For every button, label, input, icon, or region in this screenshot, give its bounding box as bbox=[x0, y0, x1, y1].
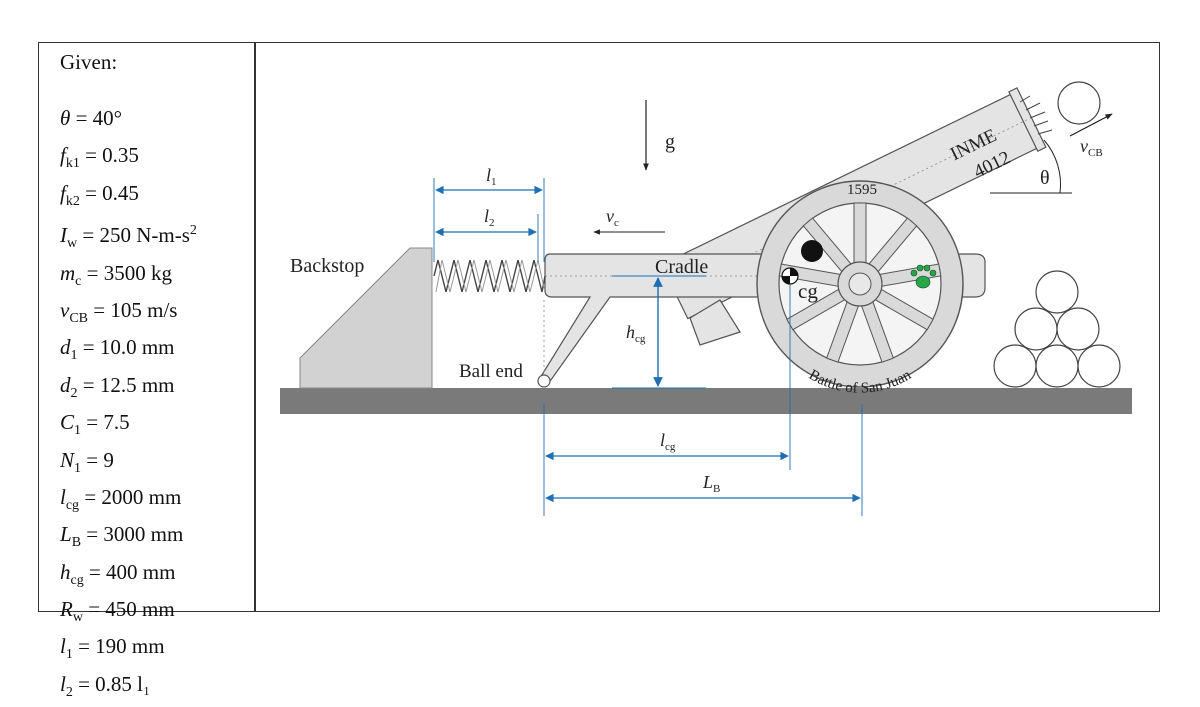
given-symbol: f bbox=[60, 143, 66, 168]
dimension-guides bbox=[433, 178, 863, 516]
wheel bbox=[756, 180, 964, 388]
given-subscript: c bbox=[75, 273, 82, 289]
l2-label: l2 bbox=[484, 206, 495, 229]
given-value: = 450 mm bbox=[82, 597, 175, 622]
given-symbol: f bbox=[60, 180, 66, 205]
given-value: = 0.45 bbox=[79, 180, 139, 205]
ball-end bbox=[537, 374, 551, 388]
projectile bbox=[1057, 81, 1101, 125]
given-item: lcg = 2000 mm bbox=[60, 483, 250, 520]
given-subscript: CB bbox=[69, 311, 89, 327]
given-value: = 12.5 mm bbox=[77, 372, 175, 397]
given-value: = 190 mm bbox=[72, 634, 165, 659]
wheel-text-1595: 1595 bbox=[847, 182, 877, 198]
given-value: = 3000 mm bbox=[81, 522, 184, 547]
given-item: N1 = 9 bbox=[60, 446, 250, 483]
given-value: = 3500 kg bbox=[81, 260, 172, 285]
l1-label: l1 bbox=[486, 165, 497, 188]
spring-back bbox=[435, 259, 545, 293]
cannonball bbox=[801, 240, 823, 262]
given-subscript: k2 bbox=[65, 193, 80, 209]
given-value: = 10.0 mm bbox=[77, 335, 175, 360]
cg-symbol-icon bbox=[781, 267, 799, 285]
ball-end-label: Ball end bbox=[459, 361, 523, 382]
given-subscript: 2 bbox=[65, 685, 73, 701]
given-value: = 40° bbox=[70, 106, 123, 130]
given-item: hcg = 400 mm bbox=[60, 558, 250, 595]
given-item: l2 = 0.85 l₁ bbox=[60, 670, 250, 707]
theta-label: θ bbox=[1040, 167, 1050, 189]
given-subscript: k1 bbox=[65, 156, 80, 172]
vcb-arrow bbox=[1069, 113, 1113, 137]
barrel-support bbox=[689, 299, 741, 346]
gravity-label: g bbox=[665, 131, 675, 153]
given-symbol: θ bbox=[60, 106, 71, 130]
given-symbol: d bbox=[60, 335, 71, 360]
given-item: d1 = 10.0 mm bbox=[60, 333, 250, 370]
ground bbox=[280, 388, 1132, 414]
given-subscript: B bbox=[71, 535, 82, 551]
cg-label: cg bbox=[798, 279, 818, 303]
LB-label: LB bbox=[702, 472, 720, 495]
given-subscript: 1 bbox=[70, 348, 78, 364]
given-value: = 2000 mm bbox=[79, 484, 182, 509]
given-symbol: R bbox=[60, 597, 73, 622]
given-symbol: v bbox=[60, 297, 70, 322]
backstop-label: Backstop bbox=[290, 255, 364, 277]
given-symbol: l bbox=[60, 484, 66, 509]
given-title: Given: bbox=[60, 50, 118, 74]
given-item: mc = 3500 kg bbox=[60, 259, 250, 296]
given-subscript: 1 bbox=[74, 460, 82, 476]
given-item: fk1 = 0.35 bbox=[60, 141, 250, 178]
given-item: d2 = 12.5 mm bbox=[60, 371, 250, 408]
cannonball-pile bbox=[993, 270, 1121, 388]
given-value: = 0.35 bbox=[79, 143, 139, 168]
given-item: vCB = 105 m/s bbox=[60, 296, 250, 333]
given-item: C1 = 7.5 bbox=[60, 408, 250, 445]
frame-divider bbox=[254, 42, 256, 612]
given-symbol: N bbox=[60, 447, 75, 472]
given-value: = 400 mm bbox=[83, 559, 176, 584]
given-value: = 0.85 l₁ bbox=[72, 671, 151, 696]
given-value: = 7.5 bbox=[81, 410, 130, 435]
spring bbox=[433, 259, 546, 293]
given-value: = 105 m/s bbox=[88, 297, 178, 322]
given-item: θ = 40° bbox=[60, 104, 250, 141]
vc-label: vc bbox=[606, 206, 619, 229]
given-subscript: 1 bbox=[65, 647, 73, 663]
cradle-label: Cradle bbox=[655, 256, 708, 278]
given-value: = 9 bbox=[81, 447, 114, 472]
given-item: Rw = 450 mm bbox=[60, 595, 250, 632]
given-symbol: I bbox=[60, 223, 67, 248]
given-symbol: C bbox=[60, 410, 75, 435]
given-subscript: w bbox=[72, 610, 83, 626]
given-item: LB = 3000 mm bbox=[60, 520, 250, 557]
given-subscript: w bbox=[67, 236, 78, 252]
given-item: fk2 = 0.45 bbox=[60, 179, 250, 216]
cannon-diagram: Backstop INME 4012 Cradle Ball end bbox=[280, 81, 1132, 516]
backstop bbox=[299, 247, 433, 389]
theta-arc bbox=[1043, 139, 1062, 194]
muzzle-blast bbox=[1019, 95, 1053, 135]
paw-icon bbox=[910, 264, 937, 289]
given-superscript: 2 bbox=[189, 223, 197, 239]
given-subscript: 1 bbox=[74, 423, 82, 439]
given-item: Iw = 250 N-m-s2 bbox=[60, 216, 250, 258]
given-symbol: L bbox=[60, 522, 72, 547]
given-symbol: m bbox=[60, 260, 76, 285]
lcg-label: lcg bbox=[660, 430, 676, 453]
figure-frame bbox=[38, 42, 1160, 612]
hcg-label: hcg bbox=[626, 322, 646, 345]
given-subscript: cg bbox=[70, 572, 84, 588]
given-item: l1 = 190 mm bbox=[60, 632, 250, 669]
given-symbol: d bbox=[60, 372, 71, 397]
given-subscript: cg bbox=[65, 498, 80, 514]
given-symbol: l bbox=[60, 634, 66, 659]
vcb-label: vCB bbox=[1080, 136, 1103, 159]
given-subscript: 2 bbox=[70, 385, 78, 401]
given-symbol: h bbox=[60, 559, 71, 584]
given-value: = 250 N-m-s bbox=[77, 223, 190, 248]
